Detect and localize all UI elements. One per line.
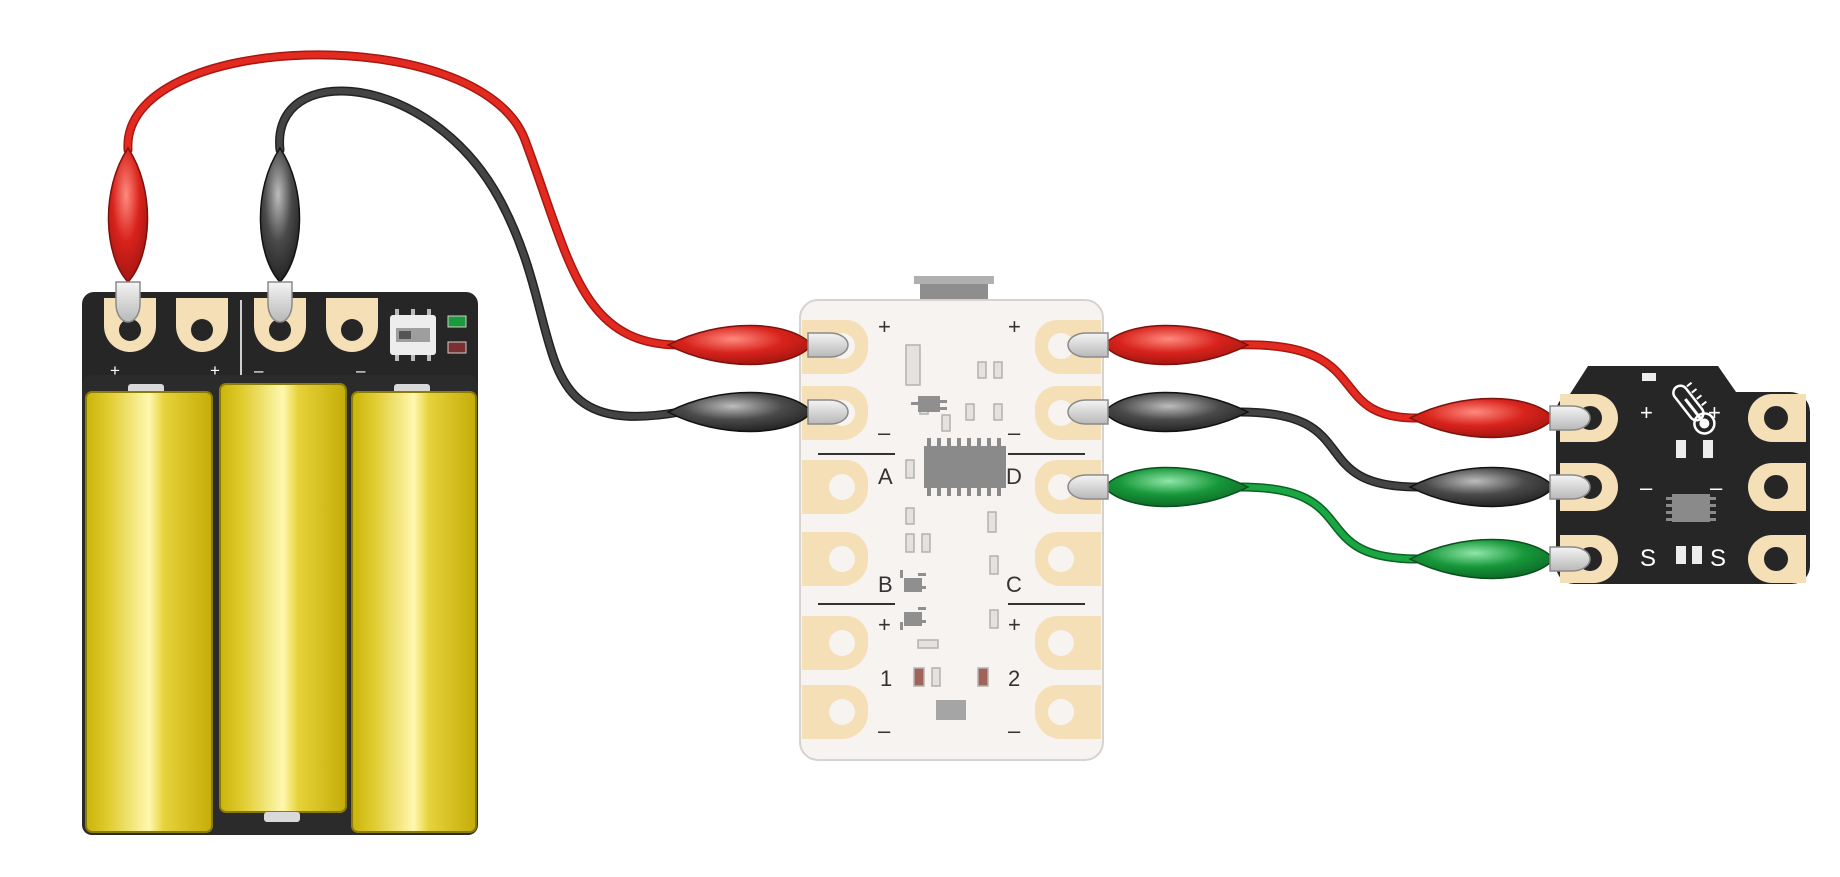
controller-label-right-plus: + (1008, 314, 1021, 339)
voltage-regulator (911, 396, 947, 412)
green-alligator-clip-sensor[interactable] (1408, 538, 1591, 580)
sensor-label-plus-left: + (1640, 400, 1653, 425)
battery-terminal[interactable] (326, 298, 378, 352)
sensor-chip (1666, 494, 1716, 522)
controller-label-left-plus-2: + (878, 612, 891, 637)
controller-label-left-minus-2: – (878, 718, 891, 743)
controller-label-right-minus-2: – (1008, 718, 1021, 743)
black-alligator-clip-sensor[interactable] (1408, 466, 1591, 508)
red-alligator-clip-controller-right[interactable] (1067, 324, 1250, 366)
controller-board: + – A B + 1 – + – D C + 2 – (799, 276, 1104, 761)
black-wire-controller-to-sensor (1230, 407, 1425, 492)
battery-label-minus-1: – (254, 361, 264, 380)
led-1 (913, 667, 925, 687)
green-wire-controller-to-sensor (1230, 482, 1425, 564)
microcontroller-chip (924, 438, 1006, 496)
sensor-label-plus-right: + (1708, 400, 1721, 425)
controller-label-d: D (1006, 464, 1022, 489)
red-alligator-clip-battery[interactable] (107, 146, 149, 323)
controller-pad[interactable] (1035, 532, 1101, 586)
sensor-label-minus-right: – (1710, 475, 1723, 500)
power-switch[interactable] (390, 309, 436, 361)
battery-terminal[interactable] (176, 298, 228, 352)
controller-label-b: B (878, 572, 893, 597)
thermometer-icon (1672, 381, 1716, 435)
wires (123, 50, 1425, 564)
status-led-red (447, 341, 467, 354)
transistor (900, 570, 926, 630)
reset-button[interactable] (936, 700, 966, 720)
battery-terminal[interactable] (254, 298, 306, 352)
black-alligator-clip-controller-left[interactable] (666, 391, 849, 433)
battery-cell (219, 383, 347, 822)
sensor-pad[interactable] (1748, 394, 1806, 442)
controller-label-left-minus: – (878, 420, 891, 445)
led-2 (977, 667, 989, 687)
sensor-label-s-left: S (1640, 545, 1656, 572)
red-alligator-clip-sensor[interactable] (1408, 397, 1591, 439)
battery-cell (85, 384, 213, 833)
sensor-label-s-right: S (1710, 545, 1726, 572)
controller-pad[interactable] (1035, 685, 1101, 739)
controller-label-c: C (1006, 572, 1022, 597)
controller-label-2: 2 (1008, 666, 1020, 691)
battery-pack: + + – – (82, 292, 478, 835)
controller-label-right-minus: – (1008, 420, 1021, 445)
controller-label-left-plus: + (878, 314, 891, 339)
red-wire-controller-to-sensor (1230, 340, 1425, 423)
sensor-label-minus-left: – (1640, 475, 1653, 500)
controller-label-1: 1 (880, 666, 892, 691)
battery-cell (351, 384, 477, 833)
controller-label-right-plus-2: + (1008, 612, 1021, 637)
red-alligator-clip-controller-left[interactable] (666, 324, 849, 366)
black-alligator-clip-battery[interactable] (259, 146, 301, 323)
controller-label-a: A (878, 464, 893, 489)
controller-pad[interactable] (802, 532, 868, 586)
controller-pad[interactable] (802, 460, 868, 514)
controller-pad[interactable] (802, 616, 868, 670)
controller-pad[interactable] (1035, 616, 1101, 670)
sensor-pad[interactable] (1748, 535, 1806, 583)
black-alligator-clip-controller-right[interactable] (1067, 391, 1250, 433)
temperature-sensor-board: + + – – S S (1556, 366, 1810, 584)
battery-label-minus-2: – (356, 361, 366, 380)
status-led-green (447, 315, 467, 328)
battery-label-plus-1: + (110, 361, 120, 380)
battery-label-plus-2: + (210, 361, 220, 380)
sensor-pad[interactable] (1748, 463, 1806, 511)
controller-pad[interactable] (802, 685, 868, 739)
green-alligator-clip-controller-right[interactable] (1067, 466, 1250, 508)
